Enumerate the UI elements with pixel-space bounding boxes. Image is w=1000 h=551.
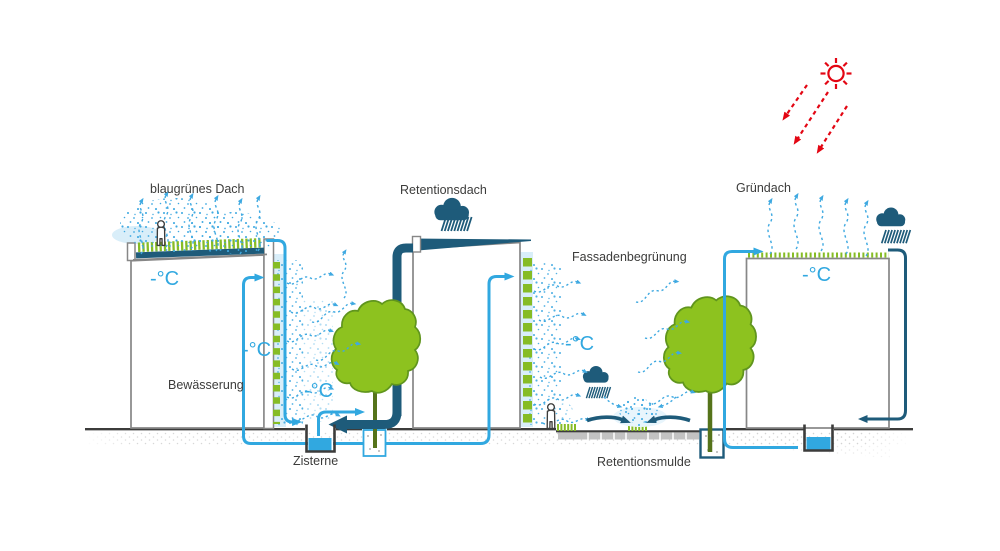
label-green-roof: Gründach [736, 181, 791, 195]
temp-label-2: -°C [242, 339, 271, 361]
rain-cloud-facade [582, 365, 612, 399]
left-building [126, 238, 275, 430]
tree-right [662, 295, 757, 459]
temp-label-5: -°C [802, 264, 831, 286]
label-retention-roof: Retentionsdach [400, 183, 487, 197]
irrigation-pipes [242, 239, 515, 445]
retention-roof-downpipe [392, 243, 413, 416]
label-blue-green-roof: blaugrünes Dach [150, 182, 245, 196]
retention-pipe-arrow [328, 404, 402, 434]
swale-inflow-arrows [586, 396, 691, 424]
temp-label-4: -°C [565, 333, 594, 355]
middle-building [412, 241, 521, 429]
cistern-left [305, 424, 336, 453]
ground [85, 428, 913, 460]
green-roof-downpipe [858, 248, 907, 423]
green-roof-feed-pipe [723, 247, 798, 449]
tree-left [330, 299, 422, 457]
temp-label-1: -°C [150, 268, 179, 290]
evaporation-mist [120, 198, 659, 426]
label-cistern: Zisterne [293, 454, 338, 468]
label-retention-swale: Retentionsmulde [597, 455, 691, 469]
rain-cloud-right [876, 207, 912, 245]
rain-cloud-middle [434, 197, 473, 232]
cistern-right [803, 424, 834, 452]
temp-label-3: -°C [304, 380, 333, 402]
sun-rays-arrows [782, 84, 848, 154]
sun-icon [820, 58, 852, 89]
retention-swale [556, 424, 700, 440]
labels: blaugrünes Dach Retentionsdach Gründach … [150, 181, 831, 469]
label-irrigation: Bewässerung [168, 378, 244, 392]
label-facade-greening: Fassadenbegrünung [572, 250, 687, 264]
right-building [745, 257, 890, 429]
